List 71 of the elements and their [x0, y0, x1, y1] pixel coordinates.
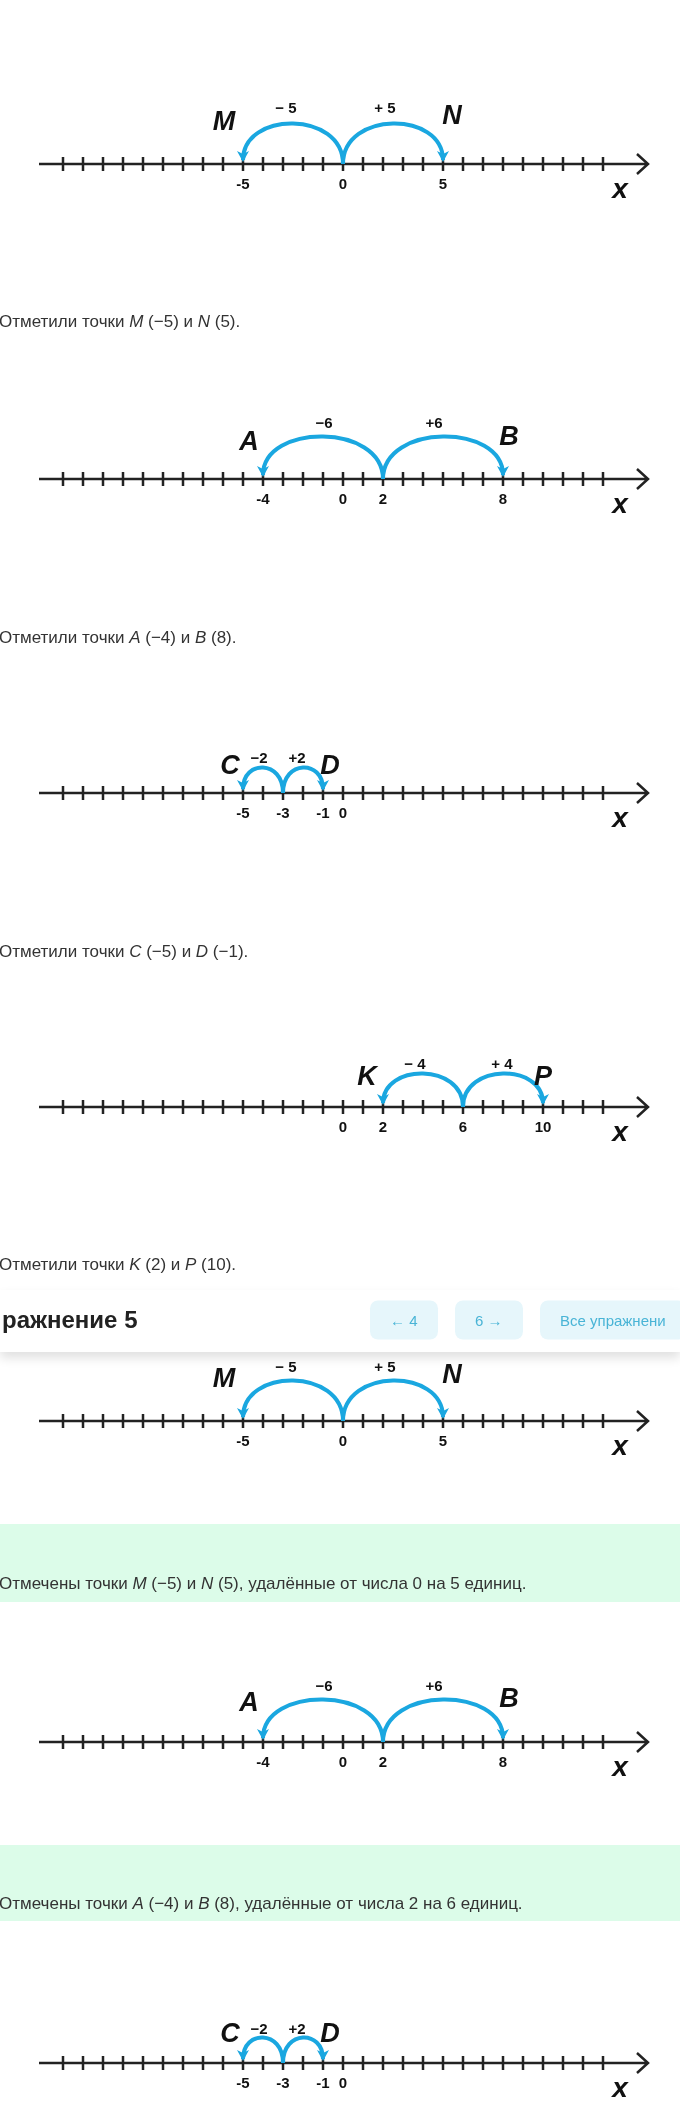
tick-label: -5 — [236, 2074, 250, 2090]
tick-label: -5 — [236, 175, 250, 191]
jump-label: −2 — [250, 749, 268, 765]
nav-button: ← 4 — [370, 1300, 438, 1340]
answer-text: Отметили точки K (2) и P (10). — [0, 1255, 237, 1273]
jump-label: − 4 — [404, 1055, 426, 1071]
answer-text: Отмечены точки A (−4) и B (8), удалённые от числа 2 на 6 единиц. — [0, 1894, 523, 1912]
answer-text: Отметили точки M (−5) и N (5). — [0, 312, 241, 330]
jump-label: −2 — [250, 2020, 268, 2036]
nav-button: 6 → — [455, 1300, 523, 1340]
answer-text: Отметили точки A (−4) и B (8). — [0, 628, 237, 646]
jump-label: +2 — [288, 749, 306, 765]
tick-label: 2 — [378, 1753, 388, 1769]
point-label: M — [212, 107, 236, 135]
point-label: A — [239, 1688, 259, 1716]
tick-label: 0 — [338, 1432, 348, 1448]
jump-label: +6 — [425, 1677, 443, 1693]
tick-label: -5 — [236, 1432, 250, 1448]
tick-label: -3 — [276, 804, 290, 820]
tick-label: -3 — [276, 2074, 290, 2090]
point-label: B — [499, 1684, 519, 1712]
point-label: N — [442, 1360, 462, 1388]
tick-label: 6 — [458, 1118, 468, 1134]
answer-text: Отмечены точки M (−5) и N (5), удалённые от числа 0 на 5 единиц. — [0, 1574, 527, 1592]
tick-label: 0 — [338, 175, 348, 191]
point-label: C — [220, 2019, 240, 2047]
tick-label: 0 — [338, 490, 348, 506]
point-label: D — [320, 751, 340, 779]
jump-label: + 5 — [374, 1358, 396, 1374]
axis-label: x — [612, 804, 628, 832]
tick-label: 2 — [378, 490, 388, 506]
jump-label: − 5 — [275, 1358, 297, 1374]
jump-label: − 5 — [275, 99, 297, 115]
jump-label: + 5 — [374, 99, 396, 115]
tick-label: 0 — [338, 1753, 348, 1769]
axis-label: x — [612, 2074, 628, 2102]
axis-label: x — [612, 1432, 628, 1460]
point-label: N — [442, 101, 462, 129]
point-label: P — [534, 1062, 552, 1090]
jump-label: +2 — [288, 2020, 306, 2036]
jump-label: + 4 — [491, 1055, 513, 1071]
tick-label: 8 — [498, 1753, 508, 1769]
section-heading: ражнение 5 — [2, 1308, 138, 1332]
axis-label: x — [612, 1753, 628, 1781]
tick-label: 5 — [438, 175, 448, 191]
point-label: K — [357, 1062, 377, 1090]
axis-label: x — [612, 175, 628, 203]
tick-label: -1 — [316, 2074, 330, 2090]
tick-label: -5 — [236, 804, 250, 820]
point-label: B — [499, 422, 519, 450]
point-label: C — [220, 751, 240, 779]
tick-label: 5 — [438, 1432, 448, 1448]
tick-label: -1 — [316, 804, 330, 820]
point-label: A — [239, 427, 259, 455]
tick-label: -4 — [256, 490, 270, 506]
axis-label: x — [612, 490, 628, 518]
answer-text: Отметили точки C (−5) и D (−1). — [0, 942, 249, 960]
point-label: D — [320, 2019, 340, 2047]
tick-label: 0 — [338, 1118, 348, 1134]
tick-label: 0 — [338, 2074, 348, 2090]
axis-label: x — [612, 1118, 628, 1146]
nav-button: Все упражнени — [540, 1300, 680, 1340]
tick-label: -4 — [256, 1753, 270, 1769]
tick-label: 2 — [378, 1118, 388, 1134]
tick-label: 8 — [498, 490, 508, 506]
jump-label: −6 — [315, 1677, 333, 1693]
jump-label: −6 — [315, 414, 333, 430]
jump-label: +6 — [425, 414, 443, 430]
tick-label: 10 — [534, 1118, 552, 1134]
point-label: M — [212, 1364, 236, 1392]
tick-label: 0 — [338, 804, 348, 820]
